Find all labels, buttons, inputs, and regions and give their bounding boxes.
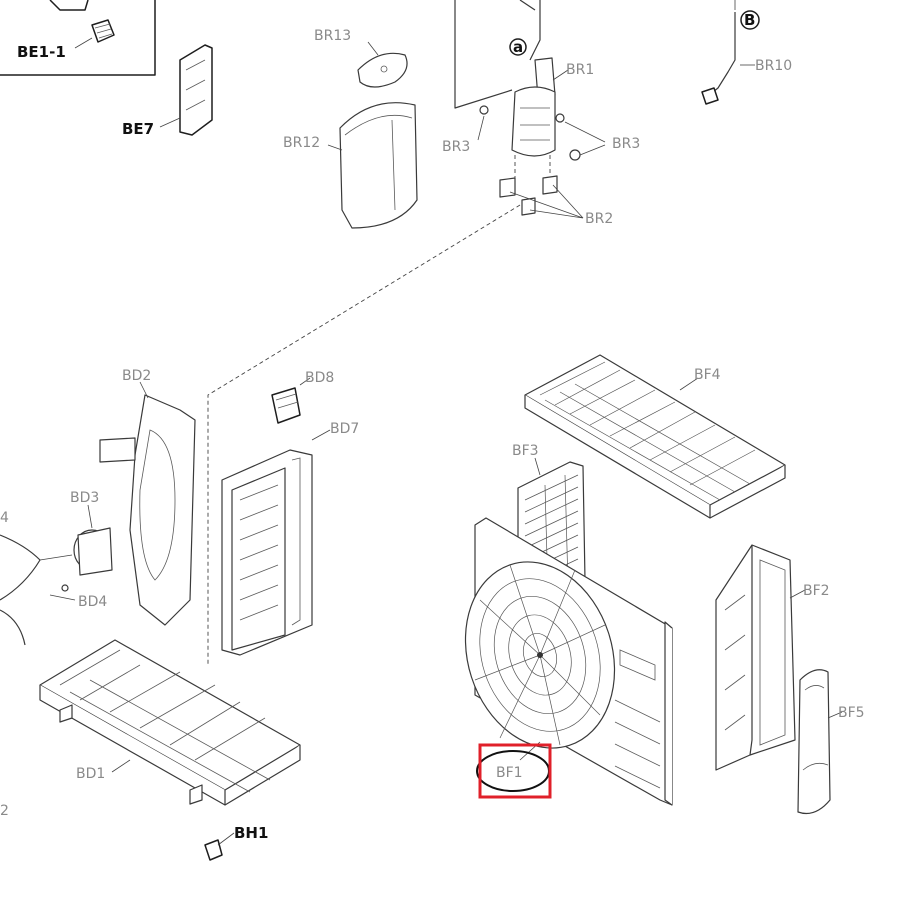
label-bf5: BF5 <box>838 705 865 721</box>
part-be7 <box>159 44 213 136</box>
label-bf3: BF3 <box>512 443 539 459</box>
label-br1: BR1 <box>566 62 594 78</box>
part-bf5 <box>797 669 843 815</box>
part-bd7 <box>221 429 331 656</box>
label-br10: BR10 <box>755 58 792 74</box>
label-be7: BE7 <box>122 120 154 138</box>
marker-a: a <box>513 38 523 56</box>
part-br13 <box>357 41 408 88</box>
label-partial-left: 4 <box>0 510 9 526</box>
label-bd7: BD7 <box>330 421 359 437</box>
highlight-box <box>478 743 552 799</box>
part-bd2 <box>99 381 196 626</box>
part-br10: B <box>701 0 760 105</box>
label-bd8: BD8 <box>305 370 334 386</box>
part-br12 <box>327 102 418 229</box>
label-bf1: BF1 <box>496 765 523 781</box>
part-br3 <box>477 105 606 161</box>
top-left-frame-group <box>0 0 156 76</box>
label-bf4: BF4 <box>694 367 721 383</box>
part-bf1 <box>464 517 673 806</box>
marker-b: B <box>744 11 755 29</box>
label-bd1: BD1 <box>76 766 105 782</box>
label-bf2: BF2 <box>803 583 830 599</box>
part-bf4 <box>524 354 786 519</box>
label-br2: BR2 <box>585 211 613 227</box>
label-br3-left: BR3 <box>442 139 470 155</box>
part-bd1 <box>39 639 301 806</box>
label-bh1: BH1 <box>234 824 268 842</box>
label-be1-1: BE1-1 <box>17 43 66 61</box>
part-bh1 <box>204 832 235 861</box>
label-bd4: BD4 <box>78 594 107 610</box>
part-bf2 <box>715 544 806 771</box>
part-bd8 <box>271 377 311 424</box>
label-br3-right: BR3 <box>612 136 640 152</box>
part-propeller <box>0 534 76 646</box>
label-br12: BR12 <box>283 135 320 151</box>
part-br1-assembly: a <box>454 0 569 157</box>
guide-line <box>207 204 521 665</box>
label-br13: BR13 <box>314 28 351 44</box>
label-bd3: BD3 <box>70 490 99 506</box>
label-bd2: BD2 <box>122 368 151 384</box>
part-br2 <box>499 155 584 219</box>
part-bd3 <box>73 504 113 576</box>
label-partial-bottom: 2 <box>0 803 9 819</box>
